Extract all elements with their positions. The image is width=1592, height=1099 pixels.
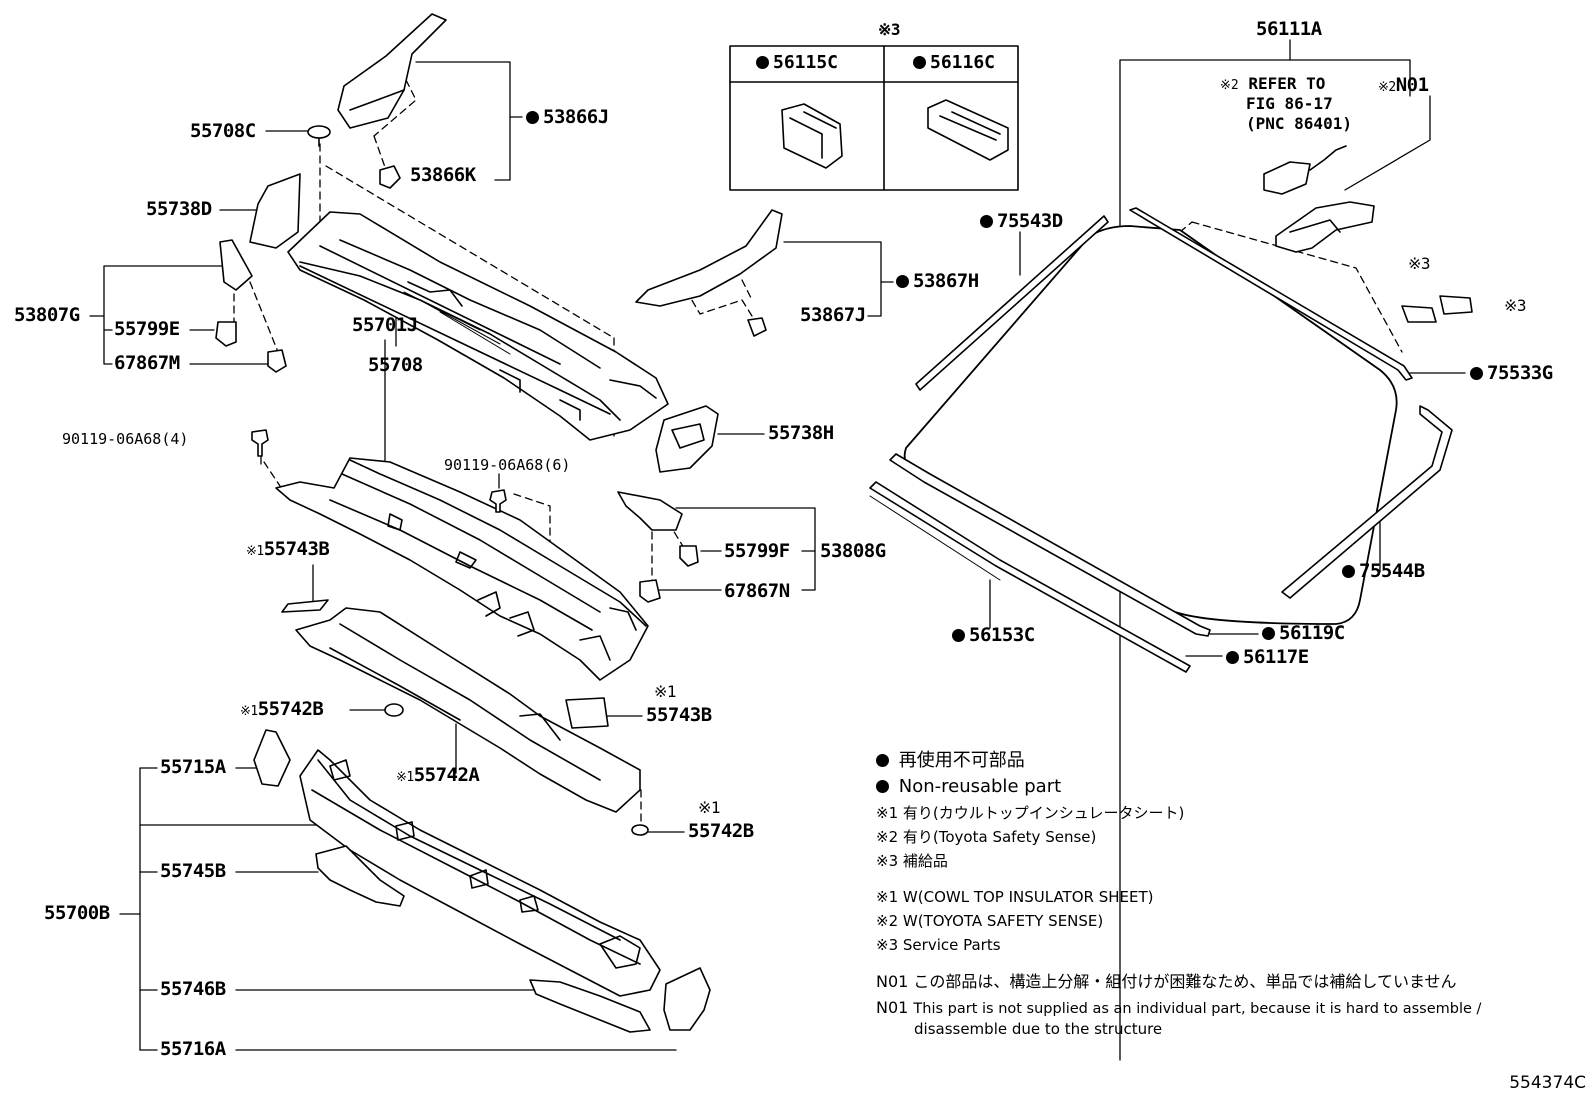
- part-55708: [287, 211, 669, 441]
- label-67867M: 67867M: [114, 352, 180, 374]
- label-53867H: 53867H: [896, 272, 979, 291]
- legend-n01-jp: N01 この部品は、構造上分解・組付けが困難なため、単品では補給していません: [876, 972, 1457, 991]
- part-75533G: [1129, 207, 1413, 381]
- label-53867J: 53867J: [800, 304, 866, 326]
- label-55746B: 55746B: [160, 978, 226, 1000]
- legend-n1-en: ※1 W(COWL TOP INSULATOR SHEET): [876, 888, 1154, 906]
- part-55742B-left: [384, 703, 404, 717]
- label-55715A: 55715A: [160, 756, 226, 778]
- label-55742A: ※155742A: [396, 764, 480, 786]
- legend-nonreuse-en: Non-reusable part: [876, 778, 1061, 796]
- mark-service-box: ※3: [878, 20, 901, 39]
- label-56119C: 56119C: [1262, 624, 1345, 643]
- label-55799E: 55799E: [114, 318, 180, 340]
- legend-n2-en: ※2 W(TOYOTA SAFETY SENSE): [876, 912, 1104, 930]
- label-55700B: 55700B: [44, 902, 110, 924]
- legend-n01-en-2: disassemble due to the structure: [914, 1020, 1163, 1038]
- label-56116C: 56116C: [913, 52, 995, 73]
- part-75544B: [1281, 405, 1453, 599]
- mark-service-2: ※3: [1504, 296, 1527, 315]
- part-55742A: [295, 607, 641, 813]
- label-53866K: 53866K: [410, 164, 476, 186]
- label-55743B-right: 55743B: [646, 704, 712, 726]
- part-56119C: [889, 453, 1211, 637]
- label-75544B: 75544B: [1342, 562, 1425, 581]
- legend-n3-jp: ※3 補給品: [876, 852, 948, 870]
- label-56117E: 56117E: [1226, 648, 1309, 667]
- figure-id: 554374C: [1509, 1073, 1586, 1093]
- legend-n01-en: N01 This part is not supplied as an indi…: [876, 998, 1482, 1017]
- leader-lines: [89, 39, 1466, 1061]
- label-53808G: 53808G: [820, 540, 886, 562]
- part-55743B-right: [565, 697, 609, 729]
- label-55743B-left: ※155743B: [246, 538, 330, 560]
- label-refer: ※2 REFER TO: [1220, 74, 1326, 93]
- part-55745B: [315, 845, 405, 907]
- label-56115C: 56115C: [756, 52, 838, 73]
- label-55708C: 55708C: [190, 120, 256, 142]
- mark-service-1: ※3: [1408, 254, 1431, 273]
- label-N01: ※2N01: [1378, 74, 1429, 96]
- label-55745B: 55745B: [160, 860, 226, 882]
- part-53866J: [337, 13, 447, 129]
- label-55799F: 55799F: [724, 540, 790, 562]
- part-55715A: [253, 729, 291, 787]
- part-55738H: [655, 405, 719, 473]
- legend-nonreuse-jp: 再使用不可部品: [876, 752, 1025, 770]
- mark-55742B-right: ※1: [698, 798, 721, 817]
- label-75543D: 75543D: [980, 212, 1063, 231]
- part-N01: [1275, 201, 1375, 253]
- part-55700B: [299, 749, 661, 997]
- label-55738H: 55738H: [768, 422, 834, 444]
- label-55742B-right: 55742B: [688, 820, 754, 842]
- legend-n3-en: ※3 Service Parts: [876, 936, 1001, 954]
- label-56153C: 56153C: [952, 626, 1035, 645]
- part-55716A: [663, 967, 711, 1031]
- legend-n2-jp: ※2 有り(Toyota Safety Sense): [876, 828, 1097, 846]
- label-53807G: 53807G: [14, 304, 80, 326]
- part-55742B-right: [631, 824, 649, 836]
- part-55701J: [275, 457, 649, 681]
- label-67867N: 67867N: [724, 580, 790, 602]
- service-parts-box: [729, 45, 1019, 191]
- label-90119-6: 90119-06A68(6): [444, 456, 571, 474]
- label-55738D: 55738D: [146, 198, 212, 220]
- label-55708: 55708: [368, 354, 423, 376]
- label-55701J: 55701J: [352, 314, 418, 336]
- label-56111A: 56111A: [1256, 18, 1322, 40]
- part-75543D: [915, 215, 1109, 391]
- part-53867H: [635, 209, 783, 307]
- legend-n1-jp: ※1 有り(カウルトップインシュレータシート): [876, 804, 1185, 822]
- label-75533G: 75533G: [1470, 364, 1553, 383]
- label-refer-fig: FIG 86-17: [1246, 94, 1333, 113]
- label-55742B-left: ※155742B: [240, 698, 324, 720]
- part-56117E: [869, 481, 1191, 673]
- label-refer-pnc: (PNC 86401): [1246, 114, 1352, 133]
- part-55743B-left: [281, 599, 329, 613]
- label-90119-4: 90119-06A68(4): [62, 430, 189, 448]
- label-53866J: 53866J: [526, 108, 609, 127]
- label-55716A: 55716A: [160, 1038, 226, 1060]
- part-55746B: [529, 979, 651, 1033]
- mark-55743B-right: ※1: [654, 682, 677, 701]
